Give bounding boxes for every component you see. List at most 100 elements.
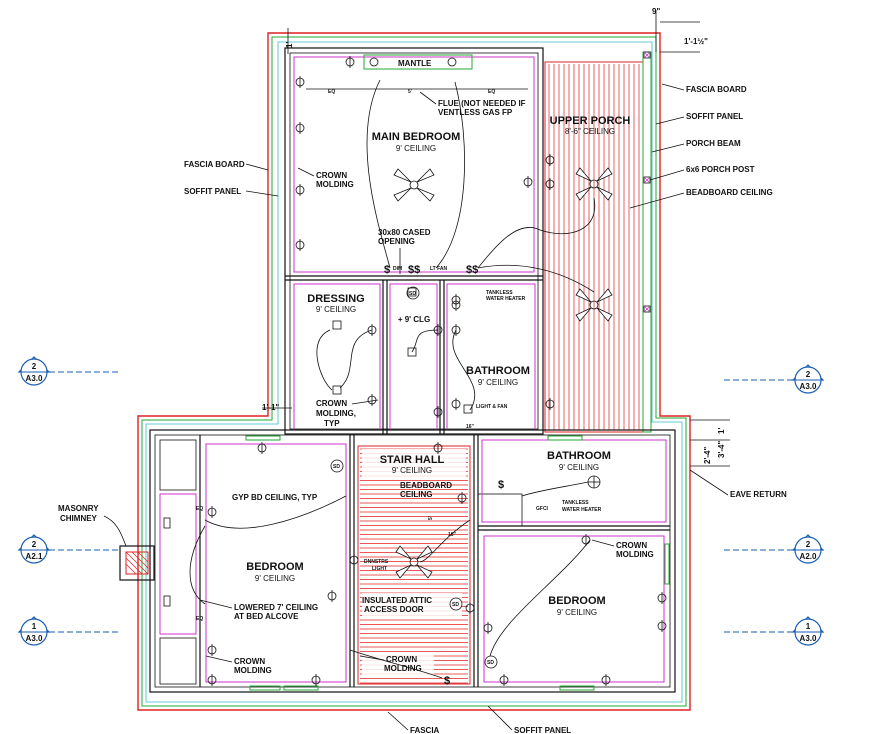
- mantle-label: MANTLE: [398, 59, 432, 68]
- crown-note-main-1: CROWN: [316, 171, 347, 180]
- dim-left-1: 1': [285, 42, 294, 48]
- lt-fan-switch-label: LT FAN: [430, 266, 448, 272]
- tankless-upper-1: TANKLESS: [486, 290, 513, 296]
- lower-bath-name: BATHROOM: [547, 450, 611, 462]
- tankless-upper-2: WATER HEATER: [486, 296, 526, 302]
- main-bedroom-name: MAIN BEDROOM: [372, 131, 461, 143]
- five-ft-label: 5': [408, 89, 412, 95]
- dim-top-2: 1'-1½": [684, 37, 708, 46]
- exterior-callouts: FASCIA BOARD SOFFIT PANEL PORCH BEAM 6x6…: [58, 83, 787, 734]
- masonry-chimney: [119, 545, 155, 581]
- section-tag-sheet: A3.0: [800, 634, 817, 643]
- ceiling-fan-porch-1: [575, 167, 613, 201]
- section-tag-number: 2: [32, 362, 37, 371]
- cased-opening-1: 30x80 CASED: [378, 228, 431, 237]
- dim-16-stair: 16": [448, 532, 457, 538]
- crown-sh-2: MOLDING: [384, 664, 422, 673]
- section-tag-sheet: A2.1: [26, 552, 43, 561]
- crown-bl-2: MOLDING: [234, 666, 272, 675]
- dim-right-2: 2'-4": [703, 447, 712, 464]
- left-bedroom-ceiling: 9' CEILING: [255, 574, 295, 583]
- eave-return: EAVE RETURN: [730, 490, 787, 499]
- section-tag-number: 1: [32, 622, 37, 631]
- closet-ceiling: + 9' CLG: [398, 315, 430, 324]
- plan-notes: MANTLE EQ EQ 5' FLUE (NOT NEEDED IF VENT…: [196, 59, 654, 675]
- dim-5-stair: 5': [428, 516, 434, 520]
- light-fixtures: [163, 57, 601, 607]
- dim-16-label: 16": [466, 424, 475, 430]
- section-tag-number: 2: [806, 370, 811, 379]
- cased-opening-2: OPENING: [378, 237, 415, 246]
- upper-walls: [284, 47, 544, 435]
- section-tag-1: 2A3.0: [17, 356, 119, 386]
- eq-right-label: EQ: [488, 89, 495, 95]
- lower-bath-ceiling: 9' CEILING: [559, 463, 599, 472]
- crown-typ-1: CROWN: [316, 399, 347, 408]
- roof-outline: [137, 32, 691, 711]
- lower-walls: [149, 429, 676, 693]
- left-bedroom-name: BEDROOM: [246, 561, 303, 573]
- svg-text:$: $: [384, 264, 390, 276]
- dim-left-2: 1'-1": [262, 403, 279, 412]
- receptacles: [207, 56, 667, 686]
- porch-beam: PORCH BEAM: [686, 139, 741, 148]
- section-tag-sheet: A3.0: [26, 374, 43, 383]
- eq-left-label: EQ: [328, 89, 335, 95]
- upper-bath-ceiling: 9' CEILING: [478, 378, 518, 387]
- dim-top-1: 9": [652, 7, 660, 16]
- section-tag-4: 2A2.0: [723, 534, 825, 564]
- section-tag-number: 2: [32, 540, 37, 549]
- stair-hall-name: STAIR HALL: [380, 454, 445, 466]
- ceiling-fan-porch-2: [575, 288, 613, 322]
- beadboard-note-1: BEADBOARD: [400, 481, 452, 490]
- eq-bl-label-2: EQ: [196, 616, 203, 622]
- section-tag-5: 1A3.0: [17, 616, 119, 646]
- svg-text:$: $: [444, 675, 450, 687]
- sd-label-2: SD: [333, 464, 340, 470]
- gyp-bd-note: GYP BD CEILING, TYP: [232, 493, 318, 502]
- sd-label-1: SD: [409, 291, 416, 297]
- dimensions: 9" 1'-1½" 1' 1'-1" 1' 2'-4" 3'-4": [262, 7, 730, 467]
- fascia-board-left: FASCIA BOARD: [184, 160, 245, 169]
- upper-porch-name: UPPER PORCH: [550, 115, 631, 127]
- crown-bl-1: CROWN: [234, 657, 265, 666]
- section-tag-sheet: A3.0: [800, 382, 817, 391]
- section-tag-3: 2A2.1: [17, 534, 119, 564]
- light-fan-label: LIGHT & FAN: [476, 404, 508, 410]
- dressing-name: DRESSING: [307, 293, 364, 305]
- dressing-ceiling: 9' CEILING: [316, 305, 356, 314]
- ceiling-fan-main-bedroom: [393, 168, 435, 202]
- soffit-bottom: SOFFIT PANEL: [514, 726, 571, 734]
- right-bedroom-ceiling: 9' CEILING: [557, 608, 597, 617]
- section-tag-number: 2: [806, 540, 811, 549]
- smoke-detectors: SD SD SD SD: [330, 286, 498, 669]
- section-tag-sheet: A3.0: [26, 634, 43, 643]
- sd-label-3: SD: [452, 602, 459, 608]
- gfci-lower: GFCI: [536, 506, 549, 512]
- crown-br-1: CROWN: [616, 541, 647, 550]
- crown-sh-1: CROWN: [386, 655, 417, 664]
- dim-right-3: 3'-4": [717, 441, 726, 458]
- masonry-label-2: CHIMNEY: [60, 514, 98, 523]
- fascia-board-right: FASCIA BOARD: [686, 85, 747, 94]
- dnstrs-light-2: LIGHT: [372, 566, 387, 572]
- fascia-bottom: FASCIA: [410, 726, 440, 734]
- dim-right-1: 1': [717, 428, 726, 434]
- beadboard-ceiling-callout: BEADBOARD CEILING: [686, 188, 773, 197]
- right-bedroom-name: BEDROOM: [548, 595, 605, 607]
- tankless-lower-2: WATER HEATER: [562, 507, 602, 513]
- upper-bath-name: BATHROOM: [466, 365, 530, 377]
- crown-typ-2: MOLDING,: [316, 409, 356, 418]
- mantle: [363, 54, 473, 70]
- room-labels: MAIN BEDROOM 9' CEILING UPPER PORCH 8'-6…: [246, 115, 630, 617]
- sd-label-4: SD: [487, 660, 494, 666]
- soffit-panel-left: SOFFIT PANEL: [184, 187, 241, 196]
- attic-door-1: INSULATED ATTIC: [362, 596, 432, 605]
- svg-text:$$: $$: [408, 264, 420, 276]
- svg-text:$$: $$: [466, 264, 478, 276]
- masonry-label-1: MASONRY: [58, 504, 99, 513]
- soffit-panel-right: SOFFIT PANEL: [686, 112, 743, 121]
